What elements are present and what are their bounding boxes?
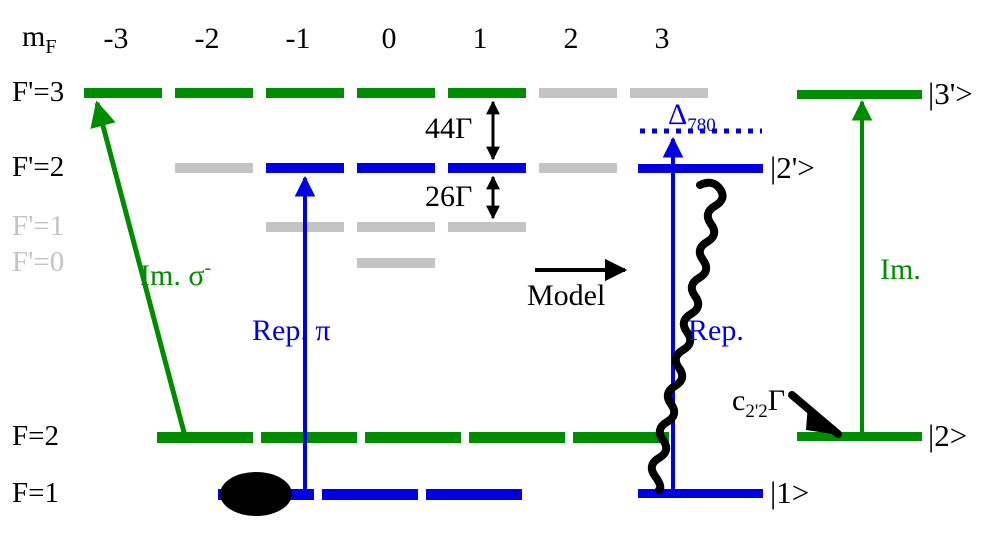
state-ket-1: |1> <box>770 475 810 510</box>
model-label: Model <box>527 279 606 312</box>
level-seg <box>426 489 522 500</box>
repump-model-label: Rep. <box>688 314 744 347</box>
spacing-unit-26: Γ <box>455 180 473 213</box>
level-seg <box>357 258 435 268</box>
level-row-Fp3 <box>84 88 708 98</box>
mf-column-label-2: 2 <box>563 22 579 55</box>
mf-column-label-0: 0 <box>381 22 397 55</box>
level-seg <box>175 88 253 98</box>
state-level-1 <box>638 489 763 498</box>
mf-header: mF <box>22 20 57 58</box>
imaging-transition-arrow <box>90 100 189 441</box>
level-label-Fp0: F'=0 <box>12 246 65 278</box>
mf-header-text: m <box>22 20 46 53</box>
mf-column-label-3: 3 <box>654 22 670 55</box>
level-seg <box>266 163 344 173</box>
level-seg <box>357 88 435 98</box>
state-ket-3prime: |3'> <box>928 76 973 111</box>
level-seg <box>322 489 418 500</box>
level-seg <box>448 163 526 173</box>
state-level-3prime <box>797 90 922 99</box>
imaging-model-label: Im. <box>880 253 921 286</box>
population-marker <box>220 472 292 516</box>
level-seg <box>573 432 669 443</box>
level-seg <box>261 432 357 443</box>
state-ket-2: |2> <box>928 418 968 453</box>
level-seg <box>357 222 435 232</box>
spacing-label-44gamma: 44Γ <box>425 114 472 144</box>
imaging-label-superscript: - <box>204 257 212 279</box>
level-row-F2 <box>157 432 669 443</box>
state-level-2 <box>797 432 922 441</box>
spacing-unit-44: Γ <box>455 112 473 145</box>
level-seg <box>157 432 253 443</box>
level-seg <box>266 88 344 98</box>
level-label-Fp3: F'=3 <box>12 76 65 108</box>
repump-transition-label: Rep. π <box>252 314 331 347</box>
level-seg <box>175 163 253 173</box>
mf-header-subscript: F <box>45 36 57 58</box>
state-level-2prime <box>638 164 763 173</box>
decay-rate-subscript: 2'2 <box>745 401 768 422</box>
level-label-F2: F=2 <box>12 420 59 452</box>
detuning-subscript: 780 <box>687 115 716 136</box>
level-seg <box>448 222 526 232</box>
level-seg <box>539 88 617 98</box>
detuning-label: Δ780 <box>668 98 716 136</box>
spacing-value-26: 26 <box>425 180 455 213</box>
level-seg <box>84 88 162 98</box>
level-seg <box>357 163 435 173</box>
detuning-symbol: Δ <box>668 98 688 131</box>
level-label-Fp2: F'=2 <box>12 151 65 183</box>
level-row-Fp0 <box>357 258 435 268</box>
mf-column-label--3: -3 <box>103 22 129 55</box>
mf-column-label--2: -2 <box>194 22 220 55</box>
level-seg <box>469 432 565 443</box>
mf-column-label-1: 1 <box>472 22 488 55</box>
level-row-Fp2 <box>175 163 617 173</box>
state-ket-2prime: |2'> <box>770 150 815 185</box>
imaging-transition-label: Im. σ- <box>140 258 211 291</box>
decay-rate-coefficient: c <box>732 384 746 417</box>
imaging-label-text: Im. σ <box>140 259 205 292</box>
level-seg <box>365 432 461 443</box>
mf-column-label--1: -1 <box>285 22 311 55</box>
level-seg <box>448 88 526 98</box>
level-seg <box>539 163 617 173</box>
decay-rate-gamma: Γ <box>767 384 786 417</box>
spacing-label-26gamma: 26Γ <box>425 182 472 212</box>
decay-rate-label: c2'2Γ <box>732 384 786 422</box>
level-label-F1: F=1 <box>12 477 59 509</box>
decay-wavy-arrow <box>647 178 842 494</box>
level-label-Fp1: F'=1 <box>12 210 65 242</box>
level-seg <box>630 88 708 98</box>
spacing-value-44: 44 <box>425 112 455 145</box>
